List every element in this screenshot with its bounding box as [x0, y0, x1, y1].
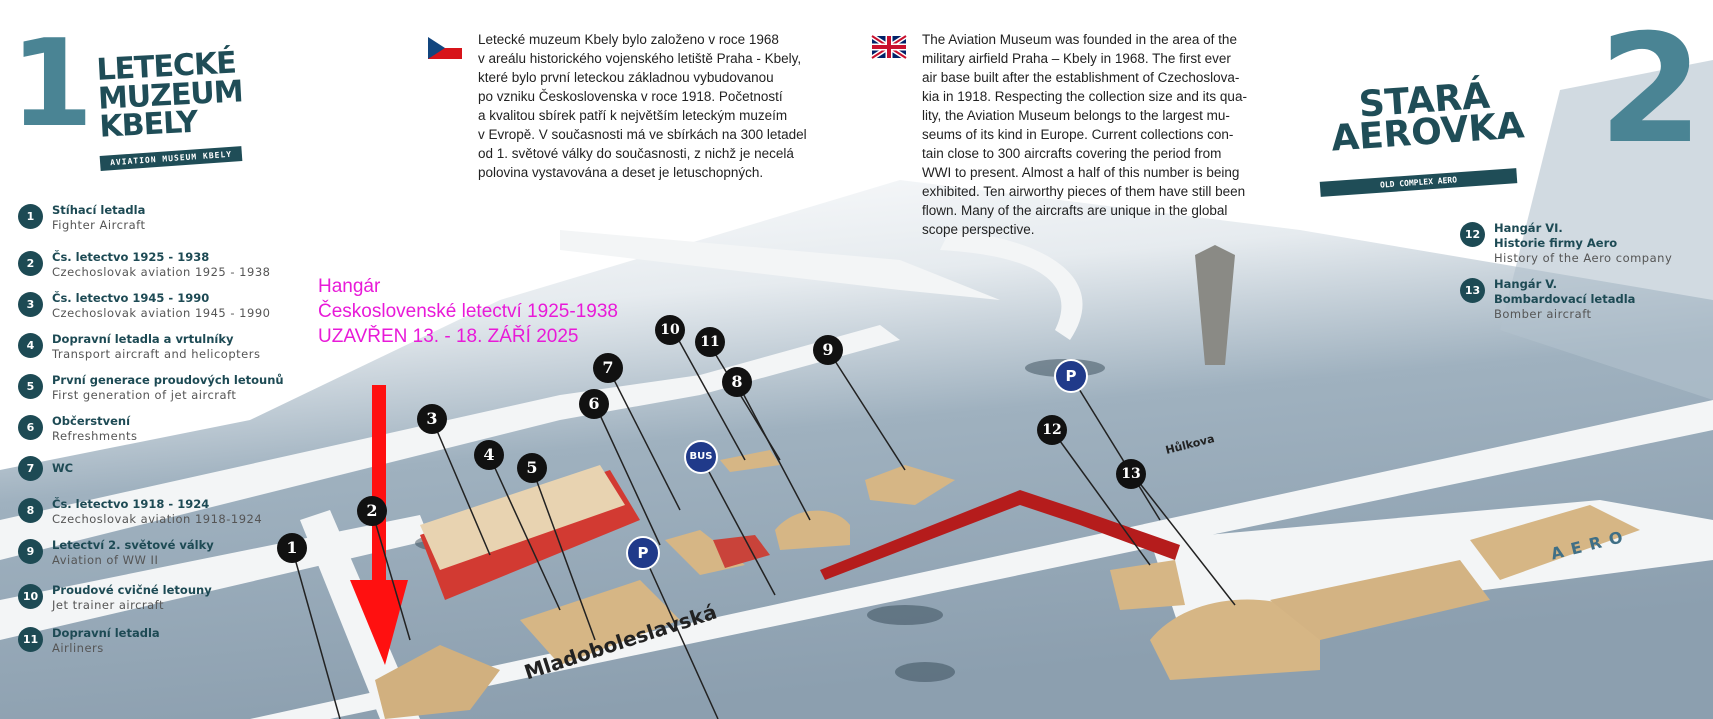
legend-label-en: Fighter Aircraft	[52, 218, 146, 232]
legend-label-cz: Občerstvení	[52, 414, 131, 428]
legend-label-cz: Čs. letectvo 1945 - 1990	[52, 291, 210, 305]
logo-number: 2	[1598, 3, 1703, 177]
legend-number: 8	[18, 498, 43, 523]
legend-label-en: Refreshments	[52, 429, 138, 443]
legend-number: 11	[18, 627, 43, 652]
legend-label-cz: Letectví 2. světové války	[52, 538, 214, 552]
walking-route	[820, 490, 1180, 580]
legend-number: 4	[18, 333, 43, 358]
annotation-line: Československé letectví 1925-1938	[318, 301, 618, 322]
logo-title: STARÁ AEROVKA	[1328, 76, 1526, 161]
legend-label-en: Czechoslovak aviation 1918-1924	[52, 512, 263, 526]
legend-number: 5	[18, 374, 43, 399]
parking-pin[interactable]: P	[626, 536, 660, 570]
annotation-line: Hangár	[318, 276, 381, 297]
legend-number: 2	[18, 251, 43, 276]
legend-label-cz: Čs. letectvo 1925 - 1938	[52, 250, 210, 264]
bus-stop-pin[interactable]: BUS	[684, 440, 718, 474]
map-pin-5[interactable]: 5	[517, 453, 547, 483]
czech-flag-icon	[428, 37, 462, 59]
legend-label-cz: Hangár V.	[1494, 277, 1558, 291]
legend-label-en: Aviation of WW II	[52, 553, 159, 567]
legend-label-cz: Dopravní letadla a vrtulníky	[52, 332, 234, 346]
logo-line: AEROVKA	[1329, 105, 1526, 161]
legend-label-cz: Čs. letectvo 1918 - 1924	[52, 497, 210, 511]
legend-number: 6	[18, 415, 43, 440]
museum-logo-kbely: 1 LETECKÉ MUZEUM KBELY AVIATION MUSEUM K…	[10, 15, 310, 171]
legend-label-en: Transport aircraft and helicopters	[52, 347, 261, 361]
annotation-line: UZAVŘEN 13. - 18. ZÁŘÍ 2025	[318, 326, 579, 347]
parking-pin[interactable]: P	[1054, 359, 1088, 393]
map-pin-11[interactable]: 11	[695, 327, 725, 357]
legend-label-cz: Historie firmy Aero	[1494, 236, 1618, 250]
legend-label-cz: Stíhací letadla	[52, 203, 146, 217]
legend-label-cz: Bombardovací letadla	[1494, 292, 1636, 306]
legend-label-en: Czechoslovak aviation 1925 - 1938	[52, 265, 271, 279]
intro-text-cz: Letecké muzeum Kbely bylo založeno v roc…	[478, 32, 807, 180]
legend-label-en: First generation of jet aircraft	[52, 388, 237, 402]
museum-logo-aerovka: 2 STARÁ AEROVKA OLD COMPLEX AERO	[1319, 3, 1713, 197]
map-pin-3[interactable]: 3	[417, 404, 447, 434]
legend-number: 1	[18, 204, 43, 229]
legend-number: 3	[18, 292, 43, 317]
pin-stems	[291, 327, 1236, 719]
legend-label-en: Jet trainer aircraft	[52, 598, 165, 612]
buildings	[375, 245, 1640, 719]
intro-text-en: The Aviation Museum was founded in the a…	[922, 32, 1247, 237]
uk-flag-icon	[870, 33, 908, 61]
map-pin-8[interactable]: 8	[722, 367, 752, 397]
map-pin-4[interactable]: 4	[474, 440, 504, 470]
legend-label-en: History of the Aero company	[1494, 251, 1673, 265]
legend-label-cz: Hangár VI.	[1494, 221, 1563, 235]
legend-label-cz: WC	[52, 461, 74, 475]
legend-label-en: Czechoslovak aviation 1945 - 1990	[52, 306, 271, 320]
legend-label-en: Bomber aircraft	[1494, 307, 1592, 321]
closure-annotation: Hangár Československé letectví 1925-1938…	[318, 274, 618, 349]
legend-item: 7 WC	[18, 455, 284, 497]
map-pin-1[interactable]: 1	[277, 533, 307, 563]
legend-label-cz: První generace proudových letounů	[52, 373, 284, 387]
logo-subtitle: OLD COMPLEX AERO	[1319, 168, 1518, 197]
legend-number: 7	[18, 456, 43, 481]
map-pin-6[interactable]: 6	[579, 389, 609, 419]
legend-number: 10	[18, 584, 43, 609]
logo-line: KBELY	[98, 104, 199, 145]
legend-number: 12	[1460, 222, 1485, 247]
logo-number: 1	[10, 15, 94, 154]
legend-number: 13	[1460, 278, 1485, 303]
map-pin-12[interactable]: 12	[1037, 415, 1067, 445]
map-pin-10[interactable]: 10	[655, 315, 685, 345]
legend-label-cz: Dopravní letadla	[52, 626, 160, 640]
map-pin-9[interactable]: 9	[813, 335, 843, 365]
map-pin-13[interactable]: 13	[1116, 459, 1146, 489]
legend-label-en: Airliners	[52, 641, 104, 655]
map-pin-2[interactable]: 2	[357, 496, 387, 526]
logo-title: LETECKÉ MUZEUM KBELY	[96, 46, 245, 145]
legend-label-cz: Proudové cvičné letouny	[52, 583, 212, 597]
annotation-arrow	[350, 385, 408, 665]
map-pin-7[interactable]: 7	[593, 353, 623, 383]
legend-number: 9	[18, 539, 43, 564]
